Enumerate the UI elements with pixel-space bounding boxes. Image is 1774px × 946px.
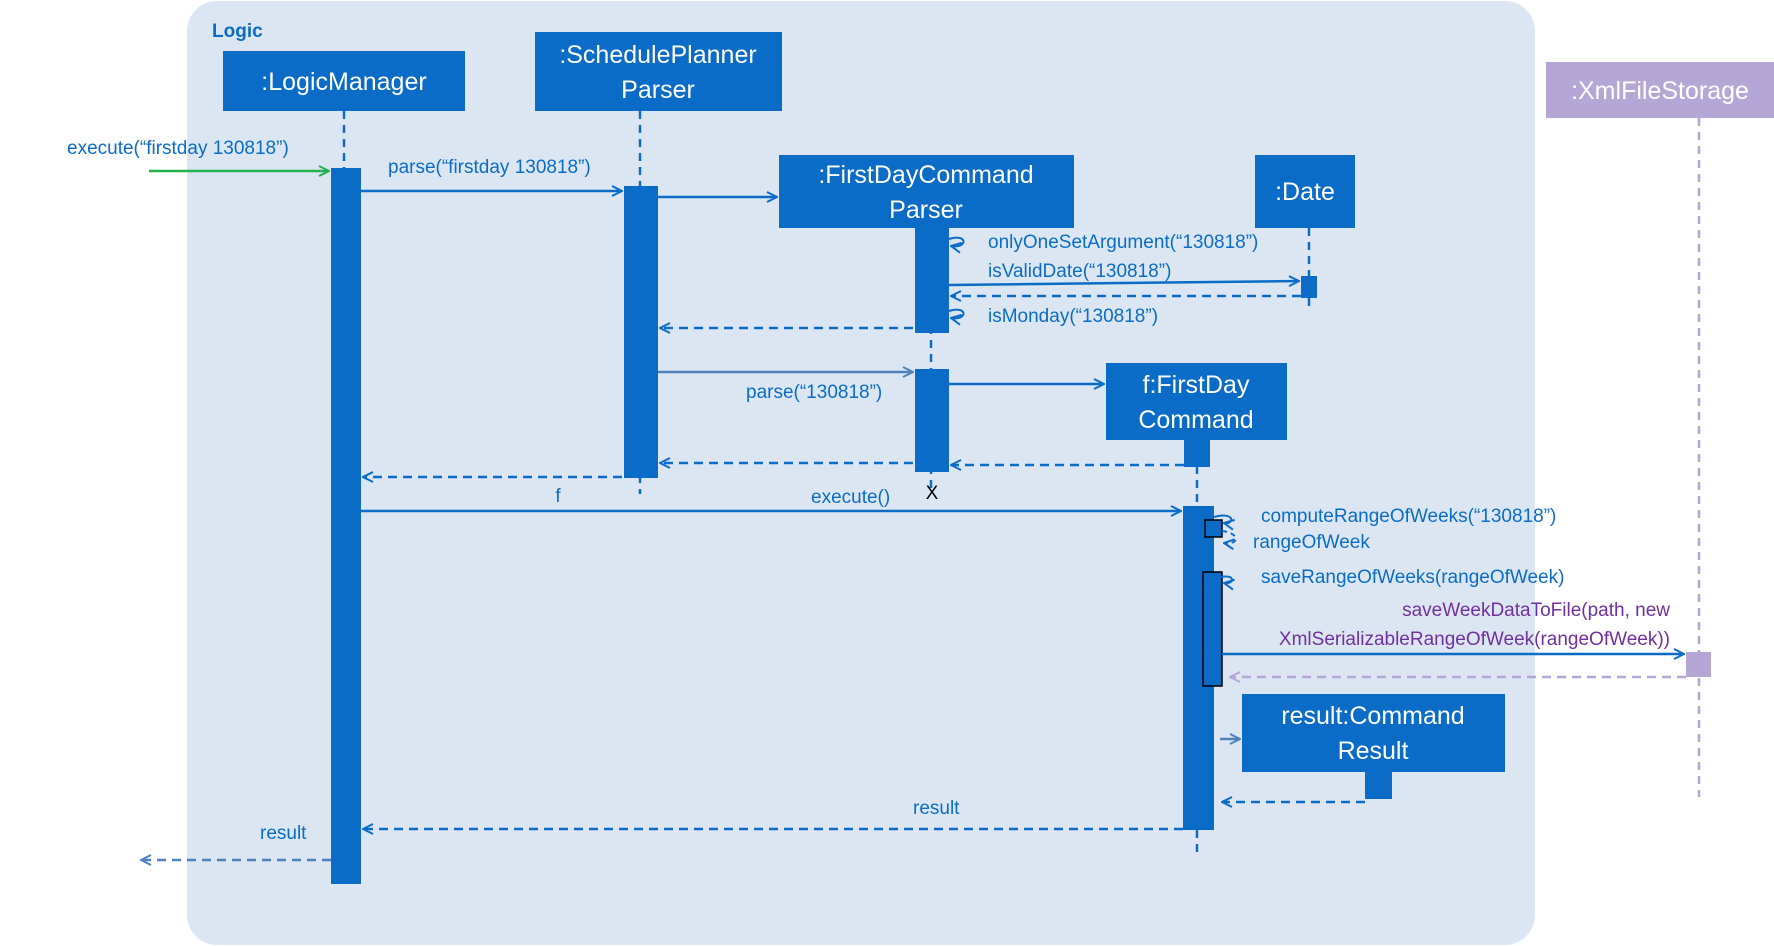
participant-logic-manager: :LogicManager (223, 51, 465, 111)
activation-save-range (1202, 571, 1223, 687)
participant-firstday-command-label-2: Command (1138, 406, 1253, 434)
participant-command-result: result:Command Result (1242, 694, 1505, 799)
is-monday-label: isMonday(“130818”) (988, 306, 1158, 327)
participant-firstday-parser: :FirstDayCommand Parser (779, 155, 1074, 228)
activation-firstday-parser-1 (915, 228, 949, 333)
participant-xml-storage: :XmlFileStorage (1546, 62, 1774, 118)
compute-range-label: computeRangeOfWeeks(“130818”) (1261, 506, 1556, 527)
participant-firstday-parser-label-1: :FirstDayCommand (818, 161, 1033, 189)
activation-compute-range (1204, 519, 1223, 538)
range-of-week-return (1221, 530, 1237, 543)
parse-full-label: parse(“firstday 130818”) (388, 157, 591, 178)
participant-firstday-command-label-1: f:FirstDay (1143, 371, 1250, 399)
range-of-week-label: rangeOfWeek (1253, 532, 1370, 553)
found-message-label: execute(“firstday 130818”) (67, 138, 289, 159)
participant-date-label: :Date (1275, 178, 1335, 206)
result-out-label: result (260, 823, 307, 844)
only-one-set-arrow (948, 236, 965, 247)
destroy-marker: X (926, 483, 939, 504)
save-week-label-1: saveWeekDataToFile(path, new (1402, 600, 1670, 621)
activation-firstday-parser-2 (915, 369, 949, 472)
participant-command-result-label-1: result:Command (1281, 702, 1464, 730)
save-range-arrow (1213, 575, 1232, 584)
is-valid-date-label: isValidDate(“130818”) (988, 261, 1171, 282)
activation-xml-storage (1686, 652, 1711, 677)
participant-date: :Date (1255, 155, 1355, 228)
only-one-set-label: onlyOneSetArgument(“130818”) (988, 232, 1258, 253)
save-range-label: saveRangeOfWeeks(rangeOfWeek) (1261, 567, 1564, 588)
activation-logic-manager (331, 168, 361, 884)
participant-planner-parser: :SchedulePlanner Parser (535, 32, 782, 111)
is-monday-arrow (948, 308, 965, 319)
participant-planner-parser-label-1: :SchedulePlanner (559, 41, 756, 69)
return-f-label: f (555, 486, 561, 507)
frame-title: Logic (212, 21, 263, 42)
parse-arg-label: parse(“130818”) (746, 382, 882, 403)
execute-label: execute() (811, 487, 890, 508)
participant-xml-storage-label: :XmlFileStorage (1571, 77, 1749, 105)
participant-command-result-label-2: Result (1338, 737, 1409, 765)
activation-planner-parser (624, 186, 658, 478)
compute-range-arrow (1213, 514, 1231, 523)
save-week-label-2: XmlSerializableRangeOfWeek(rangeOfWeek)) (1279, 629, 1670, 650)
participant-planner-parser-label-2: Parser (621, 76, 695, 104)
activation-date (1301, 276, 1317, 298)
participant-firstday-command: f:FirstDay Command (1106, 363, 1287, 467)
is-valid-date-arrow (948, 281, 1299, 285)
result-return-label: result (913, 798, 960, 819)
participant-logic-manager-label: :LogicManager (261, 68, 426, 96)
logic-frame (187, 1, 1535, 945)
participant-firstday-parser-label-2: Parser (889, 196, 963, 224)
